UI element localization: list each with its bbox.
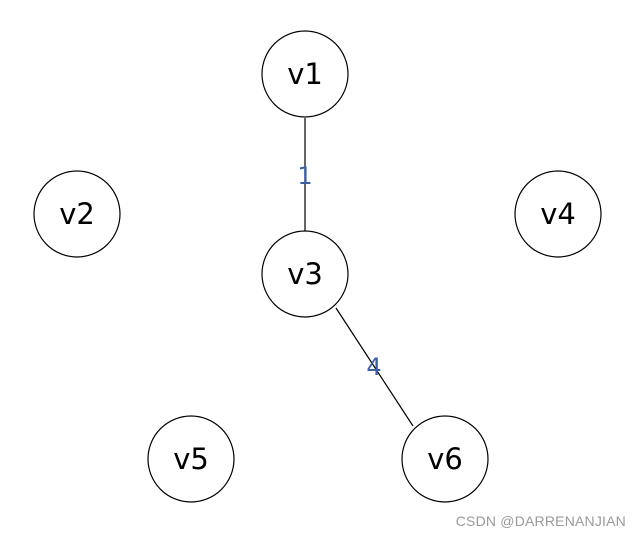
node-v6-circle — [401, 415, 489, 503]
node-v1-circle — [261, 30, 349, 118]
node-v2-circle — [33, 170, 121, 258]
watermark-text: CSDN @DARRENANJIAN — [455, 513, 626, 529]
node-v3: v3 — [261, 230, 349, 318]
node-v2-label: v2 — [59, 197, 95, 231]
node-v6: v6 — [401, 415, 489, 503]
node-v5: v5 — [147, 415, 235, 503]
node-v6-label: v6 — [427, 442, 463, 476]
node-v1-label: v1 — [287, 57, 323, 91]
edge-weight-v1-v3: 1 — [297, 162, 312, 190]
edge-v3-v6 — [335, 307, 414, 427]
node-v5-circle — [147, 415, 235, 503]
node-v3-label: v3 — [287, 257, 323, 291]
node-v4: v4 — [514, 170, 602, 258]
node-v3-circle — [261, 230, 349, 318]
node-v4-circle — [514, 170, 602, 258]
node-v5-label: v5 — [173, 442, 209, 476]
node-v2: v2 — [33, 170, 121, 258]
edge-weight-v3-v6: 4 — [366, 353, 381, 381]
node-v1: v1 — [261, 30, 349, 118]
node-v4-label: v4 — [540, 197, 576, 231]
